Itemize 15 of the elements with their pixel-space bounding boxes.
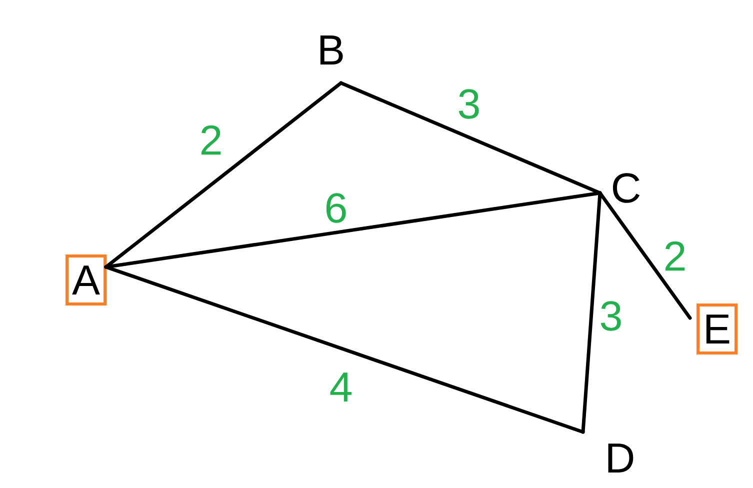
vertex-label: C	[612, 173, 640, 203]
edge-weight: 3	[458, 89, 479, 119]
vertex-label-box: E	[696, 304, 738, 354]
edge-weight: 2	[201, 125, 221, 155]
edge-line	[339, 81, 602, 195]
edge-weight: 6	[326, 193, 346, 223]
edge-line	[598, 191, 692, 320]
edge-weight: 3	[600, 301, 621, 331]
vertex-label-box: A	[66, 254, 106, 306]
edge-line	[581, 191, 602, 434]
vertex-label: B	[320, 36, 343, 64]
edge-weight: 2	[665, 241, 685, 271]
edge-weight: 4	[330, 372, 352, 402]
edge-line	[104, 265, 585, 434]
vertex-label: D	[608, 444, 634, 472]
